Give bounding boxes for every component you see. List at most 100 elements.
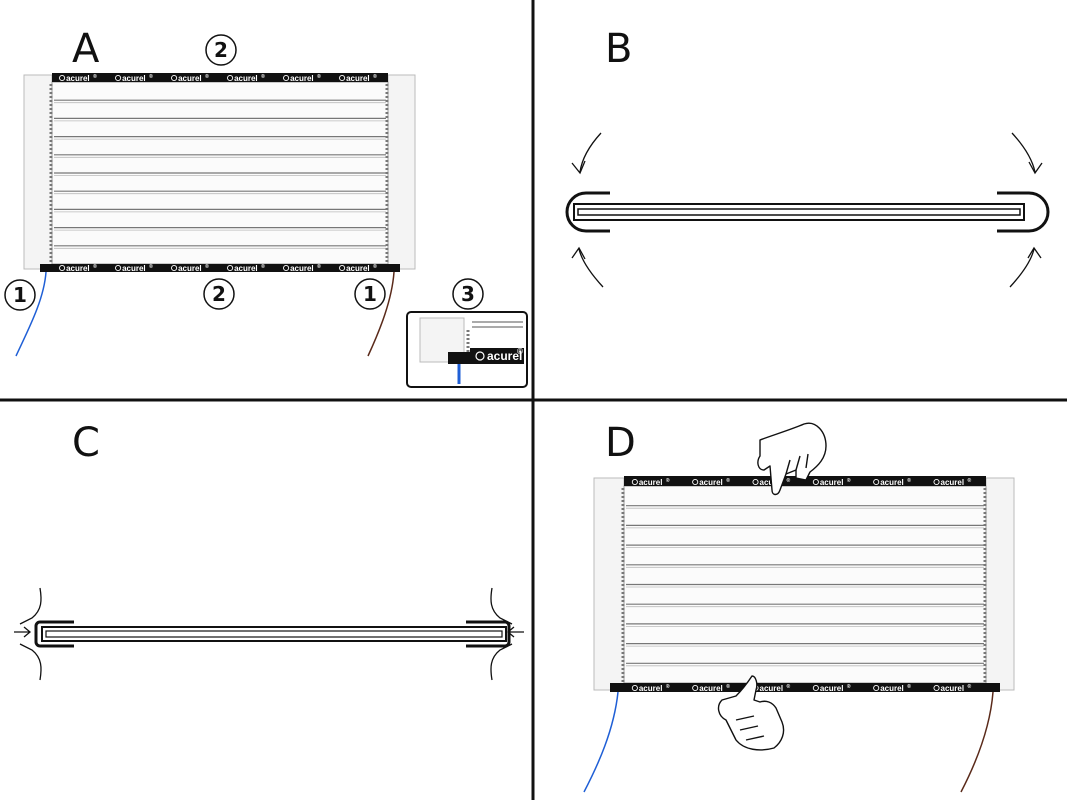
brand-trademark: ® [205,263,209,270]
perforation-dot [621,676,625,678]
perforation-dot [49,92,53,94]
perforation-dot [49,124,53,126]
perforation-dot [385,92,389,94]
brand-label: acurel [880,478,904,487]
brand-logo-icon [115,74,122,82]
perforation-dot [49,120,53,122]
panel-d: D acurel®acurel®acurel®acurel®acurel®acu… [583,420,1015,793]
perforation-dot [385,248,389,250]
brand-trademark: ® [93,263,97,270]
perforation-dot [983,600,987,602]
perforation-dot [621,672,625,674]
perforation-dot [983,540,987,542]
brand-label: acurel [699,478,723,487]
panel-c-film-inner [45,630,503,638]
panel-d-letter: D [605,420,636,466]
brand-trademark: ® [968,477,972,484]
perforation-dot [621,632,625,634]
perforation-dot [49,244,53,246]
perforation-dot [983,516,987,518]
perforation-dot [49,252,53,254]
panel-d-film-stripes [626,505,984,667]
inset-brand-trademark: ® [517,347,523,356]
svg-text:3: 3 [461,282,475,306]
perforation-dot [385,196,389,198]
panel-d-brown-wire [960,691,994,793]
panel-c-left-squeeze [14,587,42,681]
perforation-dot [49,212,53,214]
brand-logo-icon [59,264,66,272]
panel-a-left-perforation [49,84,53,262]
perforation-dot [621,664,625,666]
brand-logo-icon [933,684,940,692]
perforation-dot [49,96,53,98]
perforation-dot [983,592,987,594]
perforation-dot [983,680,987,682]
brand-trademark: ® [261,263,265,270]
perforation-dot [49,164,53,166]
perforation-dot [621,660,625,662]
perforation-dot [385,132,389,134]
brand-trademark: ® [726,683,730,690]
perforation-dot [621,524,625,526]
brand-label: acurel [178,74,202,83]
perforation-dot [385,160,389,162]
panel-a-blue-wire [15,271,47,357]
perforation-dot [385,184,389,186]
perforation-dot [983,648,987,650]
brand-label: acurel [941,684,965,693]
panel-b-arrow-top-left [571,132,602,175]
inset-brand-label: acurel [487,349,522,363]
perforation-dot [621,656,625,658]
perforation-dot [385,200,389,202]
perforation-dot [385,100,389,102]
perforation-dot [621,576,625,578]
perforation-dot [983,640,987,642]
perforation-dot [385,148,389,150]
perforation-dot [983,596,987,598]
callout-top-two: 2 [205,34,237,66]
perforation-dot [385,112,389,114]
panel-c-letter: C [72,420,100,466]
perforation-dot [385,204,389,206]
hand-pressing-bottom-icon [717,675,785,751]
perforation-dot [621,556,625,558]
brand-logo-icon [812,478,819,486]
perforation-dot [385,232,389,234]
panel-b-right-clamp [997,191,1050,233]
perforation-dot [49,216,53,218]
brand-label: acurel [234,264,258,273]
perforation-dot [49,224,53,226]
perforation-dot [385,128,389,130]
perforation-dot [983,572,987,574]
perforation-dot [983,496,987,498]
perforation-dot [49,112,53,114]
perforation-dot [983,604,987,606]
panel-b-left-clamp [565,191,610,233]
perforation-dot [621,608,625,610]
perforation-dot [466,330,470,332]
brand-logo-icon [115,264,122,272]
perforation-dot [621,560,625,562]
perforation-dot [385,180,389,182]
perforation-dot [983,508,987,510]
panel-a-bottom-strip [40,264,400,272]
perforation-dot [983,524,987,526]
brand-trademark: ® [317,263,321,270]
panel-d-left-frame [593,477,625,691]
brand-label: acurel [290,264,314,273]
perforation-dot [385,108,389,110]
brand-logo-icon [339,264,346,272]
perforation-dot [621,604,625,606]
brand-trademark: ® [317,73,321,80]
perforation-dot [385,144,389,146]
perforation-dot [983,528,987,530]
perforation-dot [983,660,987,662]
perforation-dot [983,564,987,566]
perforation-dot [621,488,625,490]
perforation-dot [49,228,53,230]
perforation-dot [621,588,625,590]
perforation-dot [49,236,53,238]
perforation-dot [49,248,53,250]
